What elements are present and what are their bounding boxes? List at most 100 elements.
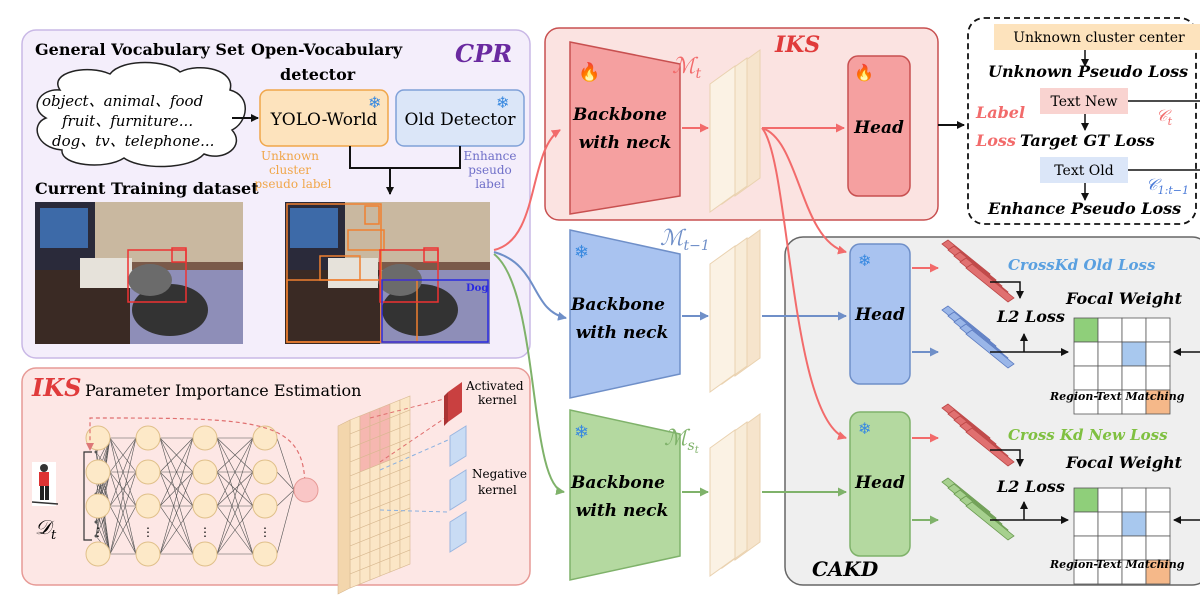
frozen-snowflake-icon: ❄	[574, 422, 589, 443]
dataset-symbol: 𝒟t	[35, 515, 57, 543]
svg-text:⋮: ⋮	[259, 525, 271, 539]
yolo-world-box: YOLO-World ❄	[259, 89, 389, 147]
fire-trainable-icon: 🔥	[578, 61, 600, 83]
yolo-world-label: YOLO-World	[270, 110, 378, 130]
frozen-snowflake-icon: ❄	[858, 419, 871, 438]
enhance-pseudo-label: pseudo	[468, 163, 512, 177]
loss-panel: Unknown cluster center Unknown Pseudo Lo…	[967, 17, 1200, 225]
unknown-pseudo-label: Unknown	[261, 149, 319, 163]
backbone-label: with neck	[576, 323, 669, 343]
crosskd-old-loss: CrossKd Old Loss	[1008, 256, 1156, 274]
backbone-label: Backbone	[572, 105, 667, 125]
frozen-snowflake-icon: ❄	[368, 93, 381, 112]
model-mt-minus-1: ❄ Backbone with neck ℳt−1 ❄ Head	[569, 226, 911, 399]
vocab-line-3: dog、tv、telephone...	[52, 132, 214, 150]
iks-title: IKS	[31, 373, 81, 402]
svg-text:⋮: ⋮	[142, 525, 154, 539]
cakd-old-branch: CrossKd Old Loss L2 Loss Focal Weight Re…	[912, 239, 1200, 415]
vocab-cloud: object、animal、food fruit、furniture... do…	[36, 61, 246, 168]
dog-box-tag: Dog	[466, 283, 488, 294]
svg-text:⋮: ⋮	[92, 525, 104, 539]
text-new-label: Text New	[1050, 94, 1117, 110]
neuron-node	[252, 459, 278, 485]
feature-stack-blue	[941, 305, 1015, 369]
neuron-node	[135, 425, 161, 451]
training-title: Current Training dataset	[35, 179, 259, 198]
region-text-matrix	[1073, 487, 1171, 585]
label-loss-title: Loss	[975, 131, 1016, 150]
cross-distill-arrows	[761, 127, 847, 440]
neuron-node	[252, 493, 278, 519]
iks-subtitle: Parameter Importance Estimation	[85, 381, 361, 400]
neuron-node	[192, 425, 218, 451]
feedback-arrow	[86, 417, 306, 489]
neuron-node	[135, 541, 161, 567]
vocab-line-2: fruit、furniture...	[61, 112, 193, 130]
head-mt	[847, 55, 911, 197]
focal-weight: Focal Weight	[1065, 453, 1183, 472]
skier-image	[31, 462, 59, 506]
backbone-label: with neck	[576, 501, 669, 521]
kernel-connectors	[369, 397, 449, 513]
kernel-grid	[337, 395, 411, 595]
neuron-node	[85, 541, 111, 567]
head-mt-minus-1	[849, 243, 911, 385]
frozen-snowflake-icon: ❄	[858, 251, 871, 270]
negative-kernel-label: Negative	[472, 467, 527, 481]
model-mt-symbol: ℳt	[672, 54, 702, 82]
focal-weight: Focal Weight	[1065, 289, 1183, 308]
negative-kernel	[449, 425, 467, 553]
cakd-new-branch: Cross Kd New Loss L2 Loss Focal Weight R…	[912, 403, 1200, 585]
unknown-pseudo-label: cluster	[269, 163, 311, 177]
head-label: Head	[854, 305, 905, 325]
head-label: Head	[853, 118, 904, 138]
neuron-node	[192, 493, 218, 519]
cakd-title: CAKD	[812, 557, 879, 581]
feature-stack	[709, 229, 761, 393]
model-mt: 🔥 Backbone with neck ℳt 🔥 Head	[569, 41, 965, 215]
feature-stack	[709, 413, 761, 577]
enhance-pseudo-loss: Enhance Pseudo Loss	[987, 199, 1181, 218]
backbone-label: Backbone	[570, 295, 665, 315]
iks-importance-panel: IKS Parameter Importance Estimation 𝒟t ⋮…	[21, 367, 531, 595]
region-text-matching: Region-Text Matching	[1049, 558, 1185, 571]
model-mt-minus-1-symbol: ℳt−1	[660, 226, 710, 254]
unknown-center-label: Unknown cluster center	[1013, 30, 1185, 46]
text-old-box	[1040, 157, 1128, 183]
model-mst: ❄ Backbone with neck ℳst ❄ Head	[569, 409, 911, 581]
model-mst-symbol: ℳst	[664, 426, 700, 456]
unknown-pseudo-loss: Unknown Pseudo Loss	[988, 62, 1188, 81]
neural-network: ⋮ ⋮ ⋮ ⋮	[85, 425, 295, 567]
cpr-panel: General Vocabulary Set Open-Vocabulary d…	[21, 29, 531, 359]
backbone-label: with neck	[579, 133, 672, 153]
ovd-title-2: detector	[280, 65, 356, 84]
negative-kernel-label: kernel	[478, 483, 517, 497]
feature-stack-red	[941, 239, 1015, 303]
vocab-line-1: object、animal、food	[42, 92, 203, 110]
activated-kernel-label: kernel	[478, 393, 517, 407]
input-arrows	[493, 129, 567, 496]
feature-stack-green	[941, 477, 1015, 541]
activated-kernel	[444, 382, 462, 426]
old-detector-label: Old Detector	[405, 110, 517, 130]
unknown-center-box	[994, 24, 1200, 50]
neuron-node	[135, 493, 161, 519]
vocab-title: General Vocabulary Set	[35, 40, 245, 59]
unknown-pseudo-label: pseudo label	[254, 177, 331, 191]
neuron-node	[192, 541, 218, 567]
crosskd-new-loss: Cross Kd New Loss	[1008, 426, 1168, 444]
enhance-pseudo-label: label	[475, 177, 505, 191]
neuron-node	[192, 459, 218, 485]
frozen-snowflake-icon: ❄	[496, 93, 509, 112]
old-detector-box: Old Detector ❄	[395, 89, 525, 147]
cpr-title: CPR	[455, 39, 512, 68]
text-new-box	[1040, 88, 1128, 114]
neuron-node	[252, 425, 278, 451]
enhance-pseudo-label: Enhance	[464, 149, 517, 163]
feature-stack	[709, 49, 761, 213]
region-text-matrix	[1073, 317, 1171, 415]
backbone-mst	[569, 409, 681, 581]
pseudo-labeled-image: Dog	[285, 202, 490, 344]
svg-text:⋮: ⋮	[199, 525, 211, 539]
